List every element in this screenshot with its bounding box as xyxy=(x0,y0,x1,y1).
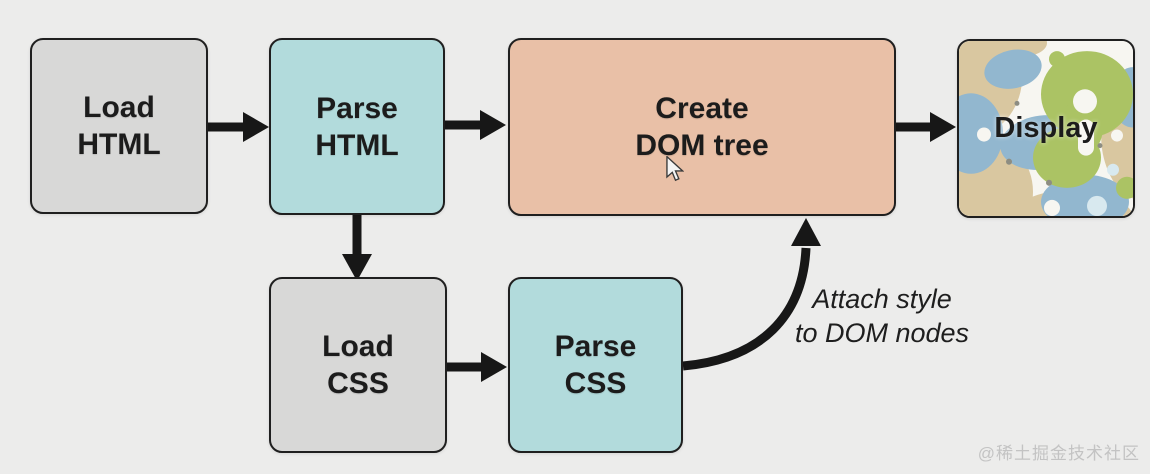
node-parse-css: Parse CSS xyxy=(508,277,683,453)
label-line1: Parse xyxy=(316,91,398,125)
label-line2: CSS xyxy=(327,367,389,400)
node-display: Display xyxy=(957,39,1135,218)
watermark-text: @稀土掘金技术社区 xyxy=(977,444,1140,463)
node-label: Parse HTML xyxy=(315,90,398,164)
label-line2: DOM tree xyxy=(635,129,769,162)
mouse-cursor-icon xyxy=(666,156,684,182)
annotation-line2: to DOM nodes xyxy=(794,318,970,348)
label-line2: HTML xyxy=(77,128,161,161)
label-line1: Create xyxy=(655,92,749,125)
node-create-dom-tree: Create DOM tree xyxy=(508,38,896,216)
label-line1: Parse xyxy=(554,330,637,363)
edge-annotation: Attach style to DOM nodes xyxy=(782,282,982,350)
arrowhead-icon xyxy=(243,112,269,142)
arrowhead-icon xyxy=(791,218,821,246)
arrowhead-icon xyxy=(930,112,956,142)
display-pattern-thumbnail xyxy=(959,41,1133,216)
annotation-line1: Attach style xyxy=(812,284,952,314)
arrowhead-icon xyxy=(481,352,507,382)
node-load-css: Load CSS xyxy=(269,277,447,453)
label-line2: CSS xyxy=(564,367,627,400)
label-line1: Load xyxy=(83,91,155,124)
node-label: Load HTML xyxy=(77,89,160,163)
arrowhead-icon xyxy=(480,110,506,140)
node-label: Create DOM tree xyxy=(635,90,768,164)
node-label: Parse CSS xyxy=(555,328,637,402)
label-line1: Load xyxy=(322,330,394,363)
node-load-html: Load HTML xyxy=(30,38,208,214)
node-parse-html: Parse HTML xyxy=(269,38,445,215)
label-line2: HTML xyxy=(315,128,399,162)
node-label: Load CSS xyxy=(322,328,394,402)
node-label: Display xyxy=(994,112,1098,144)
